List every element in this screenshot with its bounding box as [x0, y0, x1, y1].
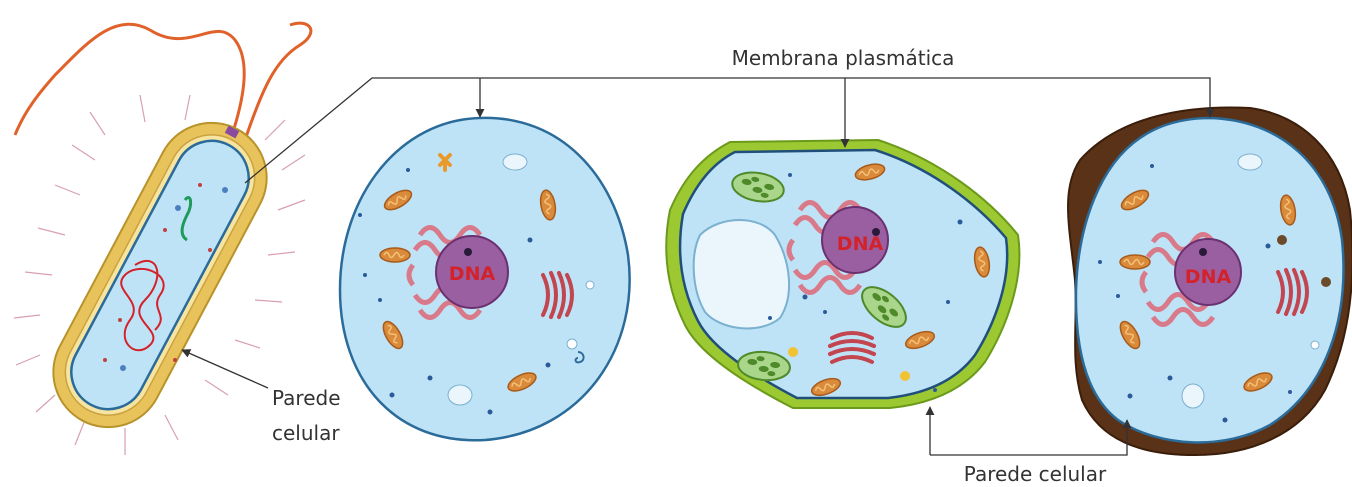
bacterial-wall-label-line1: Parede	[272, 386, 341, 410]
plant-dna-label: DNA	[837, 233, 884, 255]
bacterial-wall-pointer	[182, 350, 268, 388]
cell-wall-bottom-label: Parede celular	[964, 462, 1107, 486]
flagellum	[15, 24, 244, 135]
plant-cell: DNA	[666, 140, 1019, 408]
flagellum	[245, 23, 311, 140]
animal-dna-label: DNA	[449, 263, 496, 285]
plant-vacuole	[694, 220, 789, 328]
bacterium	[14, 23, 311, 455]
animal-cell: DNA	[340, 118, 630, 440]
bacterial-wall-label-line2: celular	[272, 421, 340, 445]
fungal-cell: DNA	[1068, 108, 1352, 455]
fungal-dna-label: DNA	[1185, 266, 1232, 288]
membrane-label: Membrana plasmática	[732, 46, 955, 70]
